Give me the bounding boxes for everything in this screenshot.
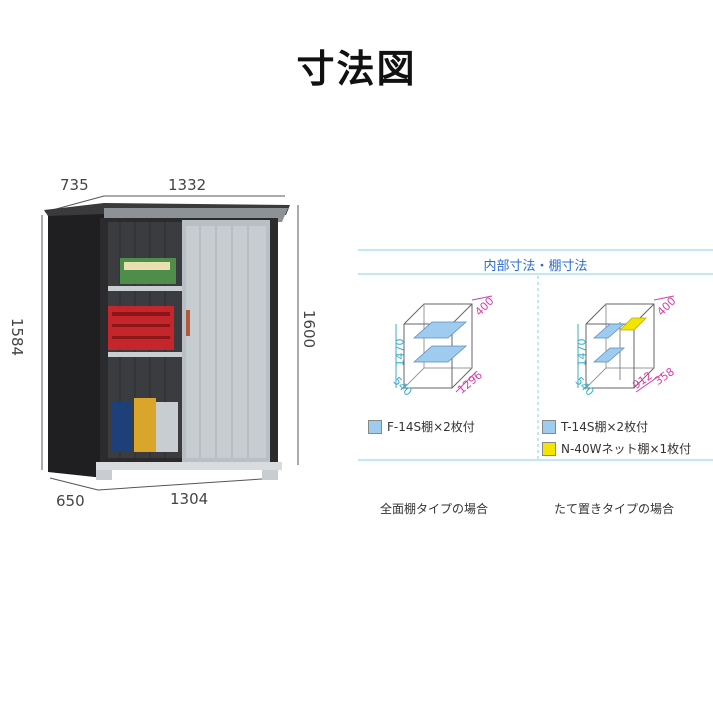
depth-top-label: 735 — [60, 176, 89, 194]
width-bottom-label: 1304 — [170, 490, 209, 508]
left-legend-label: F-14S棚×2枚付 — [387, 420, 475, 434]
right-legend-item-2: N-40Wネット棚×1枚付 — [542, 440, 691, 457]
page-title: 寸法図 — [296, 47, 417, 91]
left-shelf-diagram — [395, 295, 493, 393]
shelf-swatch — [368, 419, 382, 434]
right-height-label: 1470 — [575, 338, 589, 367]
depth-bottom-label: 650 — [56, 492, 85, 510]
left-height-label: 1470 — [393, 338, 407, 367]
panel-title: 内部寸法・棚寸法 — [483, 259, 588, 274]
right-shelf-diagram — [577, 295, 675, 393]
left-caption: 全面棚タイプの場合 — [380, 502, 489, 516]
right-caption: たて置きタイプの場合 — [554, 502, 675, 516]
left-legend-item: F-14S棚×2枚付 — [368, 418, 475, 435]
width-top-label: 1332 — [168, 176, 207, 194]
shelf-swatch — [542, 419, 556, 434]
right-legend-label-1: T-14S棚×2枚付 — [561, 420, 649, 434]
right-legend-label-2: N-40Wネット棚×1枚付 — [561, 442, 692, 456]
net-shelf-swatch — [542, 441, 556, 456]
right-legend-item-1: T-14S棚×2枚付 — [542, 418, 648, 435]
